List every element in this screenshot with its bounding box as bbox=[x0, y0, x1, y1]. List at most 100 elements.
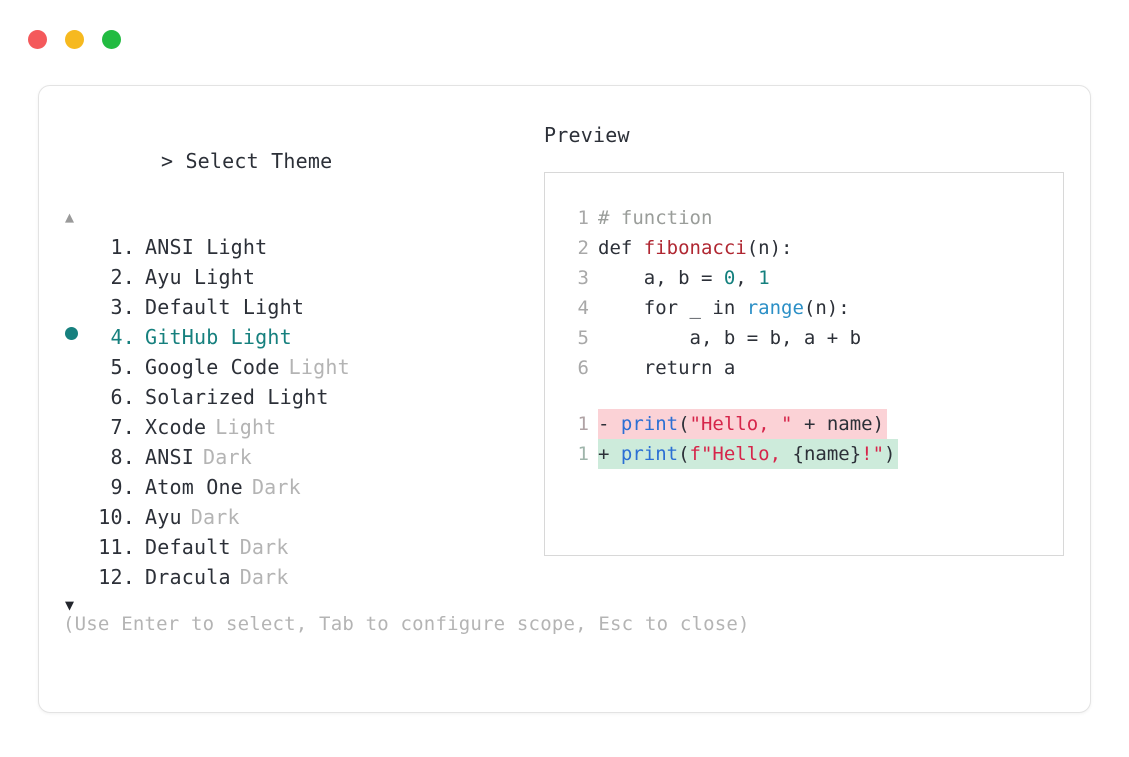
diff-marker: - bbox=[598, 413, 621, 435]
code-token: a, b = b, a + b bbox=[598, 327, 862, 349]
code-line: 5 a, b = b, a + b bbox=[545, 323, 1063, 353]
theme-item-name: Solarized Light bbox=[145, 385, 329, 409]
keyboard-hint: (Use Enter to select, Tab to configure s… bbox=[63, 613, 750, 635]
theme-item-number: 12. bbox=[98, 565, 135, 589]
theme-selector-pane: > Select Theme ▲ 1. ANSI Light 2. Ayu Light… bbox=[63, 122, 533, 616]
theme-list-item[interactable]: 9. Atom One Dark bbox=[63, 472, 533, 502]
code-token: print bbox=[620, 443, 679, 465]
minimize-button[interactable] bbox=[65, 30, 84, 49]
diff-marker: + bbox=[598, 443, 621, 465]
code-line: 4 for _ in range(n): bbox=[545, 293, 1063, 323]
theme-list-item[interactable]: 3.Default Light bbox=[63, 292, 533, 322]
line-number: 1 bbox=[577, 443, 589, 465]
theme-item-name: Xcode bbox=[145, 415, 207, 439]
code-token: fibonacci bbox=[643, 237, 747, 259]
line-number: 3 bbox=[577, 267, 589, 289]
theme-item-variant: Dark bbox=[202, 445, 252, 469]
theme-item-number: 10. bbox=[98, 505, 135, 529]
code-line: 3 a, b = 0, 1 bbox=[545, 263, 1063, 293]
code-spacer bbox=[545, 383, 1063, 409]
theme-item-name: ANSI bbox=[145, 445, 194, 469]
theme-item-variant: Dark bbox=[239, 535, 289, 559]
code-token: a, b = bbox=[598, 267, 724, 289]
code-token: "Hello, " bbox=[689, 413, 793, 435]
maximize-button[interactable] bbox=[102, 30, 121, 49]
scroll-down-icon[interactable]: ▼ bbox=[65, 596, 75, 614]
code-source: return a bbox=[598, 353, 736, 383]
line-number: 5 bbox=[577, 327, 589, 349]
code-token: 0 bbox=[723, 267, 736, 289]
window-traffic-lights bbox=[28, 30, 121, 49]
theme-list-item[interactable]: 11. Default Dark bbox=[63, 532, 533, 562]
line-number: 1 bbox=[577, 207, 589, 229]
code-token: print bbox=[620, 413, 679, 435]
theme-list-item[interactable]: 12. Dracula Dark bbox=[63, 562, 533, 592]
theme-list-item[interactable]: 1. ANSI Light bbox=[63, 232, 533, 262]
theme-item-name: Default Light bbox=[145, 295, 305, 319]
code-token: + name) bbox=[792, 413, 885, 435]
code-source: + print(f"Hello, {name}!") bbox=[598, 439, 899, 469]
theme-list-item[interactable]: 6. Solarized Light bbox=[63, 382, 533, 412]
theme-item-number: 9. bbox=[110, 475, 135, 499]
theme-item-number: 4. bbox=[110, 325, 135, 349]
code-token: def bbox=[598, 237, 644, 259]
theme-item-variant: Dark bbox=[239, 565, 289, 589]
theme-item-name: Ayu Light bbox=[145, 265, 256, 289]
code-token: {name} bbox=[792, 443, 862, 465]
theme-item-number: 8. bbox=[110, 445, 135, 469]
line-number: 1 bbox=[577, 413, 589, 435]
theme-item-variant: Light bbox=[215, 415, 277, 439]
theme-item-number: 11. bbox=[98, 535, 135, 559]
theme-item-number: 7. bbox=[110, 415, 135, 439]
theme-item-variant: Dark bbox=[251, 475, 301, 499]
code-token: ( bbox=[678, 443, 690, 465]
theme-item-number: 2. bbox=[110, 265, 135, 289]
theme-item-number: 6. bbox=[110, 385, 135, 409]
line-number: 6 bbox=[577, 357, 589, 379]
theme-picker-card: > Select Theme ▲ 1. ANSI Light 2. Ayu Light… bbox=[38, 85, 1091, 713]
prompt-caret: > bbox=[160, 149, 174, 173]
close-button[interactable] bbox=[28, 30, 47, 49]
theme-item-variant: Dark bbox=[190, 505, 240, 529]
theme-item-name: ANSI Light bbox=[145, 235, 268, 259]
prompt-title-text: Select Theme bbox=[185, 149, 333, 173]
theme-item-name: Ayu bbox=[145, 505, 182, 529]
selection-indicator-cell bbox=[63, 322, 91, 352]
code-source: a, b = 0, 1 bbox=[598, 263, 770, 293]
theme-item-variant: Light bbox=[288, 355, 350, 379]
theme-list-item[interactable]: 4. GitHub Light bbox=[63, 322, 533, 352]
code-token: (n): bbox=[746, 237, 793, 259]
code-token: # function bbox=[598, 207, 713, 229]
code-token: (n): bbox=[803, 297, 850, 319]
code-token: ( bbox=[678, 413, 690, 435]
theme-list-item[interactable]: 10. Ayu Dark bbox=[63, 502, 533, 532]
code-token: f"Hello, bbox=[689, 443, 793, 465]
scroll-up-icon[interactable]: ▲ bbox=[65, 208, 75, 226]
code-line: 1 # function bbox=[545, 203, 1063, 233]
theme-item-number: 5. bbox=[110, 355, 135, 379]
theme-item-name: GitHub Light bbox=[145, 325, 292, 349]
code-source: a, b = b, a + b bbox=[598, 323, 862, 353]
theme-list-item[interactable]: 7. Xcode Light bbox=[63, 412, 533, 442]
theme-item-name: Default bbox=[145, 535, 231, 559]
theme-item-name: Dracula bbox=[145, 565, 231, 589]
diff-line-plus: 1 + print(f"Hello, {name}!") bbox=[545, 439, 1063, 469]
code-token: !" bbox=[861, 443, 885, 465]
code-token: return a bbox=[598, 357, 736, 379]
code-token: , bbox=[735, 267, 759, 289]
code-token: ) bbox=[884, 443, 896, 465]
code-source: # function bbox=[598, 203, 712, 233]
theme-item-number: 1. bbox=[110, 235, 135, 259]
diff-line-minus: 1- print("Hello, " + name) bbox=[545, 409, 1063, 439]
theme-list-item[interactable]: 8. ANSI Dark bbox=[63, 442, 533, 472]
theme-list-item[interactable]: 2. Ayu Light bbox=[63, 262, 533, 292]
preview-label: Preview bbox=[544, 123, 630, 147]
theme-item-name: Atom One bbox=[145, 475, 243, 499]
page-title: > Select Theme bbox=[63, 122, 533, 200]
code-source: for _ in range(n): bbox=[598, 293, 850, 323]
